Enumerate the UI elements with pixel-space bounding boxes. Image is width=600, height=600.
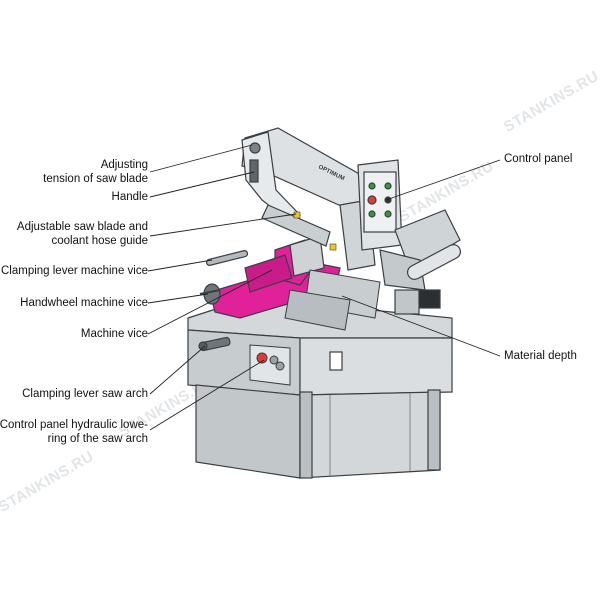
callout-machine-vice (147, 269, 273, 335)
label-adjusting-tension-line1: Adjusting (100, 159, 148, 171)
callout-material-depth (341, 295, 501, 357)
callout-adjusting-tension (149, 144, 253, 173)
label-adjusting-tension: Adjusting tension of saw blade (43, 158, 148, 186)
label-blade-guide-line1: Adjustable saw blade and (16, 221, 148, 233)
callout-control-panel (385, 159, 501, 201)
callout-handle (149, 171, 255, 198)
label-handle: Handle (111, 191, 148, 203)
coolant-accent (329, 243, 337, 251)
label-handwheel-vice: Handwheel machine vice (20, 297, 148, 309)
label-material-depth: Material depth (504, 350, 577, 362)
work-table (284, 269, 381, 331)
callout-clamping-lever-arch (149, 345, 206, 395)
label-hydraulic-panel: Control panel hydraulic lowe- ring of th… (0, 418, 148, 446)
callout-handwheel-vice (147, 293, 209, 304)
label-adjusting-tension-line2: tension of saw blade (43, 173, 148, 185)
saw-arch (241, 127, 396, 271)
label-hydraulic-panel-line1: Control panel hydraulic lowe- (0, 419, 148, 431)
clamping-lever-saw-arch (198, 336, 231, 352)
label-clamping-lever-arch: Clamping lever saw arch (22, 388, 148, 400)
callout-blade-guide (149, 213, 297, 237)
right-mechanism (379, 209, 462, 315)
label-clamping-lever-vice: Clamping lever machine vice (0, 265, 148, 277)
hydraulic-control-panel (249, 344, 291, 386)
label-machine-vice: Machine vice (80, 328, 148, 340)
label-blade-guide: Adjustable saw blade and coolant hose gu… (17, 220, 148, 248)
control-panel-tower (357, 159, 403, 251)
callout-lines (147, 144, 501, 431)
machine-vice (199, 235, 341, 319)
label-hydraulic-panel-line2: ring of the saw arch (47, 433, 148, 445)
callout-clamping-lever-vice (147, 259, 213, 272)
base-cabinet (187, 297, 453, 479)
label-control-panel: Control panel (504, 153, 573, 165)
label-blade-guide-line2: coolant hose guide (51, 235, 148, 247)
blade-guide-accent (293, 211, 301, 219)
callout-hydraulic-panel (149, 359, 265, 431)
